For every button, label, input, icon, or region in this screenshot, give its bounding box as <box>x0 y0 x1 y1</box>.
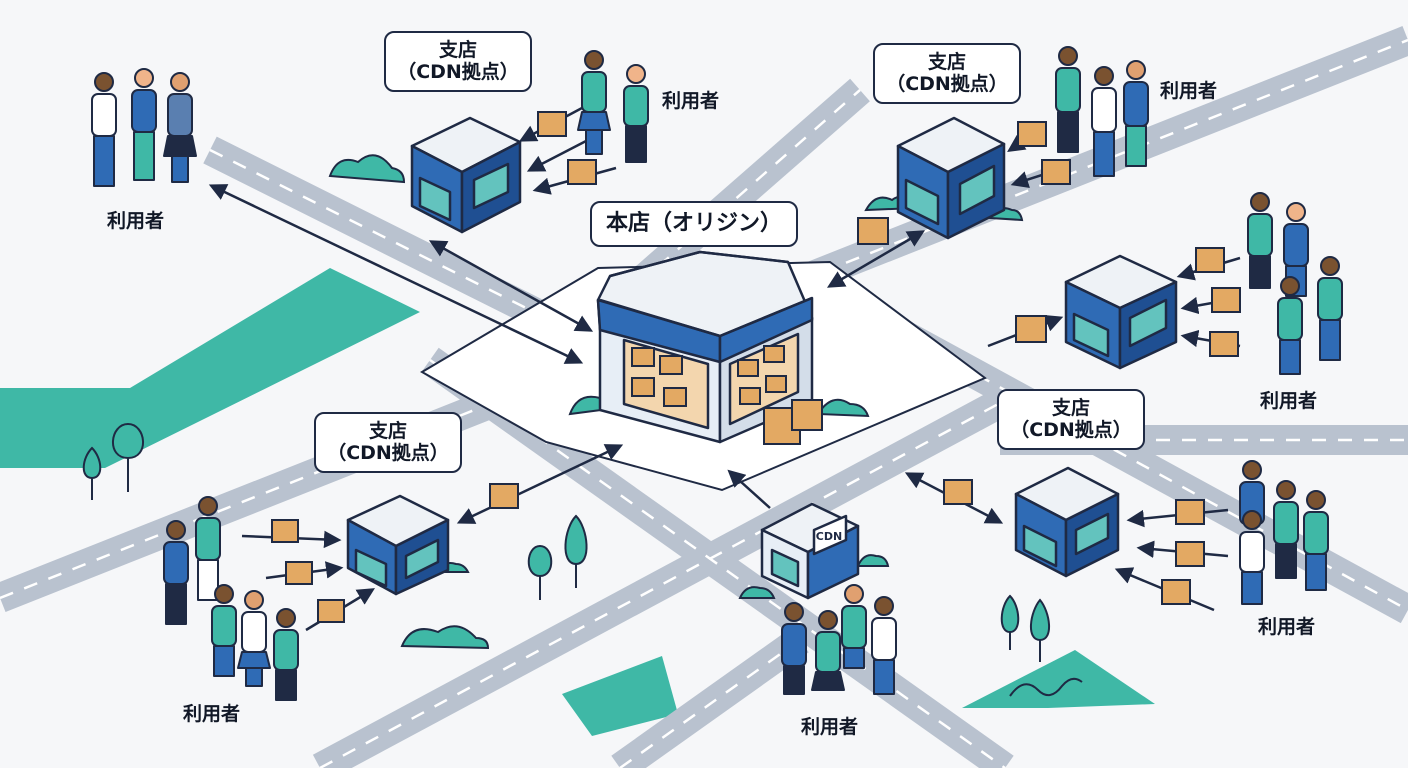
branch-callout-ne: 支店 （CDN拠点） <box>873 43 1021 104</box>
cdn-kiosk <box>760 502 860 600</box>
branch-callout-se: 支店 （CDN拠点） <box>997 389 1145 450</box>
user-label-se: 利用者 <box>1258 616 1316 638</box>
user-group-ne <box>1055 46 1149 177</box>
branch-callout-subtitle: （CDN拠点） <box>886 73 1008 96</box>
user-group-e <box>1247 192 1343 375</box>
branch-callout-subtitle: （CDN拠点） <box>1010 419 1132 442</box>
branch-store-ne <box>896 116 1006 240</box>
branch-store-se <box>1014 466 1120 578</box>
branch-store-nw <box>410 116 522 234</box>
main-store-callout: 本店（オリジン） <box>590 201 799 247</box>
branch-callout-subtitle: （CDN拠点） <box>327 442 449 465</box>
main-store-boxes <box>631 345 823 445</box>
user-label-nw: 利用者 <box>107 210 165 232</box>
people-groups <box>91 46 1343 701</box>
branch-callout-title: 支店 <box>368 420 407 442</box>
user-label-s: 利用者 <box>801 716 859 738</box>
user-label-e: 利用者 <box>1260 390 1318 412</box>
branch-callout-subtitle: （CDN拠点） <box>397 61 519 84</box>
user-group-nw <box>91 68 197 187</box>
user-label-sw: 利用者 <box>183 703 241 725</box>
user-group-n <box>577 50 649 163</box>
branch-callout-nw: 支店 （CDN拠点） <box>384 31 532 92</box>
user-group-se <box>1239 460 1329 605</box>
parcels <box>271 111 1241 623</box>
user-group-sw <box>163 496 299 701</box>
cdn-kiosk-sign: CDN <box>816 530 842 543</box>
user-group-s <box>781 584 897 695</box>
branch-callout-title: 支店 <box>438 39 477 61</box>
branch-callout-title: 支店 <box>1051 397 1090 419</box>
branch-callout-sw: 支店 （CDN拠点） <box>314 412 462 473</box>
branch-store-e <box>1064 254 1178 370</box>
user-label-n: 利用者 <box>662 90 720 112</box>
branch-callout-title: 支店 <box>927 51 966 73</box>
trees <box>82 422 1050 662</box>
branch-store-sw <box>346 494 450 596</box>
user-label-ne: 利用者 <box>1160 80 1218 102</box>
